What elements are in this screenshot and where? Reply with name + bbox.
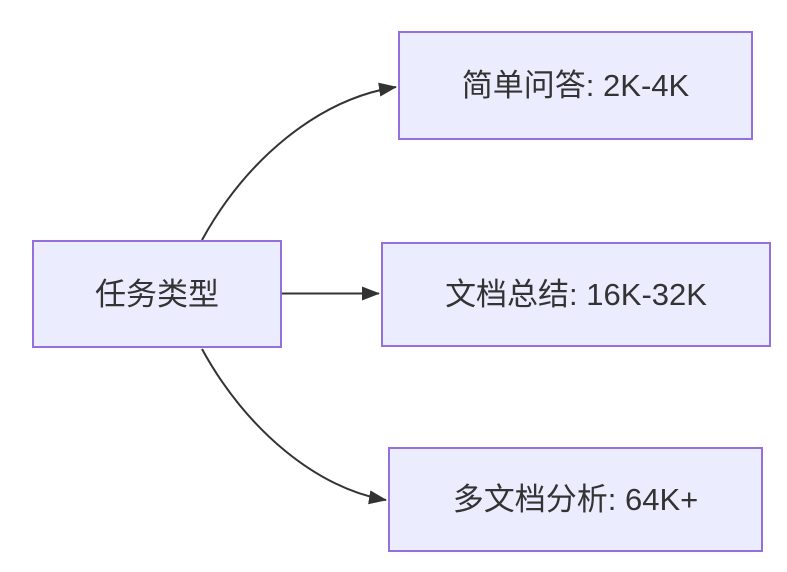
node-multi-doc: 多文档分析: 64K+ <box>388 447 763 552</box>
node-task-type-label: 任务类型 <box>95 276 219 312</box>
node-doc-summary-label: 文档总结: 16K-32K <box>445 277 707 312</box>
node-simple-qa: 简单问答: 2K-4K <box>398 31 753 140</box>
edge-root-to-simple-qa <box>201 82 397 241</box>
node-doc-summary: 文档总结: 16K-32K <box>381 242 771 347</box>
node-simple-qa-label: 简单问答: 2K-4K <box>461 68 690 103</box>
edge-root-to-multi-doc <box>201 348 387 505</box>
node-multi-doc-label: 多文档分析: 64K+ <box>452 482 699 517</box>
node-task-type: 任务类型 <box>32 240 282 348</box>
